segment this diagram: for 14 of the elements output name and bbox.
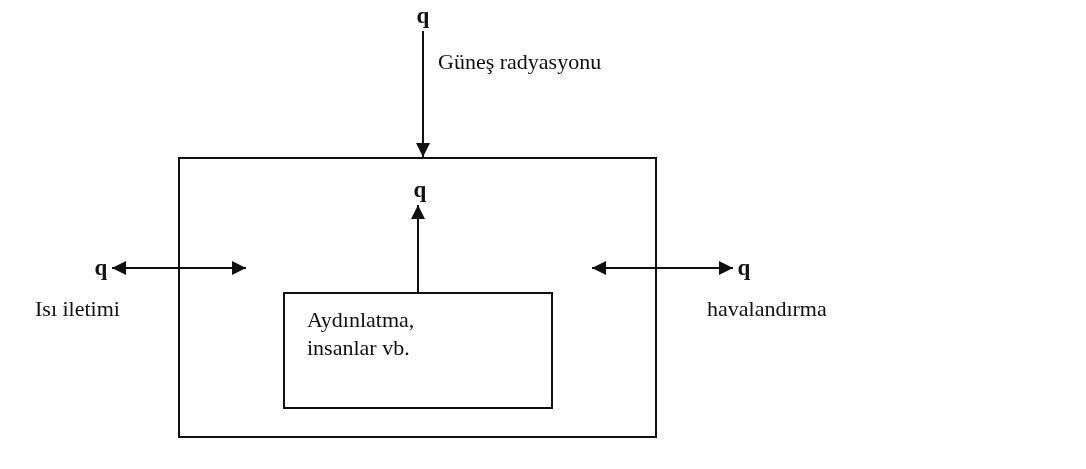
source-label: Aydınlatma, insanlar vb. [307, 306, 416, 362]
heat-source-label: havalandırma [707, 296, 827, 322]
arrow [591, 261, 734, 275]
heat-label: q [414, 3, 432, 29]
heat-source-label: Isı iletimi [35, 296, 120, 322]
arrow [411, 204, 425, 293]
heat-source-label: Güneş radyasyonu [438, 49, 602, 75]
heat-label: q [735, 255, 753, 281]
arrow [111, 261, 247, 275]
room-box [178, 157, 657, 438]
heat-label: q [411, 177, 429, 203]
heat-label: q [92, 255, 110, 281]
source-box [283, 292, 553, 409]
arrow [416, 30, 430, 158]
